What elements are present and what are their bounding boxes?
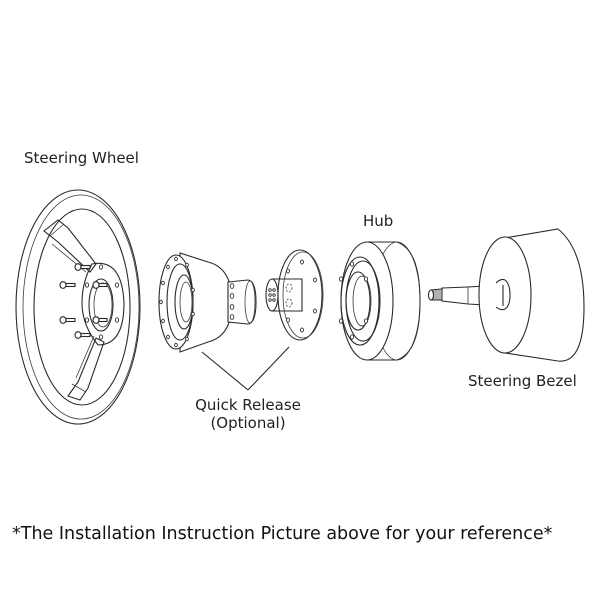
bolt [74,263,91,271]
reference-note: *The Installation Instruction Picture ab… [12,524,553,544]
hub-holes [338,261,369,340]
steering-bezel [478,228,585,362]
wheel-spoke-lower [67,337,105,401]
label-quick-release: Quick Release (Optional) [183,396,313,432]
qr-hub-plate-edge [282,251,324,339]
shaft-splines [433,290,441,300]
label-quick-release-optional: (Optional) [210,414,286,432]
bolt [74,331,91,339]
wheel-center-bore [88,278,114,332]
bolt [92,281,108,289]
bolt [92,316,108,324]
qr-flange-holes [159,256,195,348]
wheel-spoke-lower-band [71,383,87,393]
quick-release-hub-adapter [265,249,324,341]
wheel-rim-outer-edge [22,194,140,420]
pointer-line-right [247,346,290,391]
qr-splines [229,283,235,320]
bolt [59,281,76,289]
wheel-rim-outer [15,189,141,425]
qr-flange-bore-inner [179,281,193,323]
qr-hub-plate-holes [286,259,317,333]
steering-wheel [15,189,141,425]
qr-hub-shaft-hole [285,283,293,293]
wheel-spoke-lower-edge [75,335,95,379]
wheel-spoke-upper-band [49,223,65,237]
bezel-front-face [478,236,532,354]
qr-hub-pins [268,288,276,302]
label-hub: Hub [363,212,394,230]
qr-hub-shaft-hole [285,298,293,308]
wheel-center-plate [81,262,125,346]
bezel-column-hole [495,278,511,311]
hub-bore-inner [352,275,372,327]
label-steering-wheel: Steering Wheel [24,149,139,167]
qr-hub-plate [277,249,323,341]
label-quick-release-name: Quick Release [195,396,301,414]
quick-release-wheel-adapter [158,252,257,353]
qr-flange-outer [158,254,194,350]
bolt [59,316,76,324]
hub-bore [345,271,371,331]
wheel-bolts [59,263,108,339]
pointer-line-left [201,351,249,391]
qr-neck-end [244,280,256,324]
qr-flange-bore [174,274,194,330]
wheel-plate-holes [84,264,120,340]
shaft-tip [427,289,435,301]
hub-flange [340,256,380,346]
qr-hub-shaft-face [265,278,279,312]
hub [338,241,421,361]
wheel-rim-inner [33,208,131,406]
wheel-spoke-upper [43,219,97,273]
label-steering-bezel: Steering Bezel [468,372,577,390]
quick-release-pointer [201,346,290,391]
